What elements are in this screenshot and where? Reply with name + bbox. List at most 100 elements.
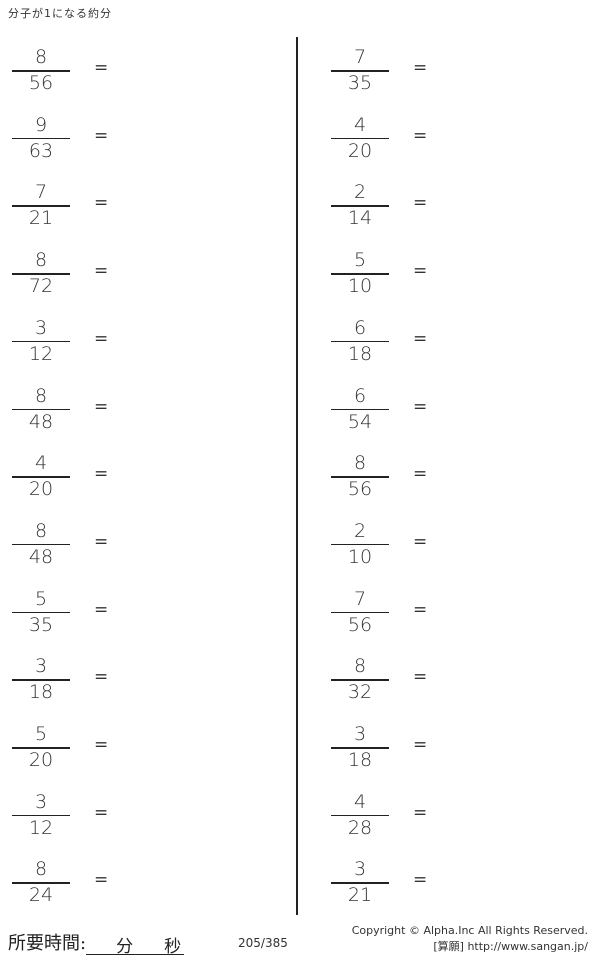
time-label: 所要時間: [8, 933, 87, 954]
denominator: 10 [347, 545, 373, 568]
fraction-bar [331, 408, 389, 410]
fraction-problem: 3 12 = [12, 316, 132, 369]
equals-sign: = [413, 396, 428, 417]
time-answer-field[interactable]: 分秒 [86, 932, 185, 956]
fraction-problem: 8 56 = [331, 452, 451, 504]
equals-sign: = [413, 328, 428, 349]
numerator: 6 [353, 316, 367, 339]
numerator: 8 [34, 858, 48, 881]
equals-sign: = [94, 870, 109, 891]
denominator: 14 [347, 207, 373, 230]
equals-sign: = [413, 531, 428, 552]
fraction-bar [12, 611, 70, 614]
equals-sign: = [94, 328, 109, 349]
denominator: 56 [28, 72, 54, 94]
equals-sign: = [94, 193, 109, 214]
numerator: 5 [34, 587, 48, 610]
fraction-bar [12, 543, 70, 546]
fraction-bar [12, 340, 70, 343]
denominator: 21 [28, 207, 54, 230]
numerator: 4 [353, 790, 367, 813]
fraction-bar [12, 476, 70, 478]
numerator: 2 [353, 181, 367, 204]
denominator: 24 [28, 884, 54, 907]
column-divider [296, 37, 298, 915]
fraction-bar [331, 882, 389, 884]
denominator: 48 [28, 410, 54, 433]
fraction-problem: 3 18 = [12, 655, 132, 707]
fraction-bar [331, 679, 389, 681]
equals-sign: = [413, 193, 428, 214]
fraction-problem: 7 21 = [12, 181, 132, 233]
time-required: 所要時間:分秒 [8, 929, 185, 956]
fraction-bar [12, 70, 70, 72]
numerator: 8 [353, 452, 367, 475]
denominator: 20 [28, 478, 54, 501]
fraction-bar [331, 476, 389, 478]
denominator: 12 [28, 816, 54, 839]
fraction-bar [12, 882, 70, 884]
equals-sign: = [413, 464, 428, 485]
fraction-bar [12, 205, 70, 207]
denominator: 18 [28, 681, 54, 704]
equals-sign: = [94, 667, 109, 688]
denominator: 56 [347, 478, 373, 501]
minutes-label: 分 [116, 937, 134, 956]
denominator: 63 [28, 139, 54, 162]
numerator: 3 [353, 723, 367, 745]
numerator: 4 [34, 452, 48, 475]
fraction-bar [331, 543, 389, 546]
numerator: 9 [34, 113, 48, 136]
fraction-bar [331, 747, 389, 749]
fraction-problem: 7 35 = [331, 46, 451, 98]
numerator: 8 [34, 519, 48, 542]
numerator: 7 [353, 46, 367, 68]
numerator: 7 [34, 181, 48, 204]
equals-sign: = [94, 464, 109, 485]
numerator: 3 [34, 316, 48, 339]
fraction-problem: 6 18 = [331, 316, 451, 369]
fraction-bar [12, 273, 70, 275]
fraction-bar [331, 814, 389, 817]
numerator: 8 [34, 384, 48, 407]
denominator: 18 [347, 342, 373, 365]
fraction-bar [12, 679, 70, 681]
equals-sign: = [94, 802, 109, 823]
denominator: 20 [28, 749, 54, 771]
denominator: 12 [28, 342, 54, 365]
numerator: 6 [353, 384, 367, 407]
numerator: 7 [353, 587, 367, 610]
denominator: 35 [347, 72, 373, 94]
fraction-problem: 4 20 = [12, 452, 132, 504]
numerator: 5 [34, 723, 48, 745]
fraction-problem: 8 24 = [12, 858, 132, 910]
worksheet-title: 分子が1になる約分 [8, 7, 112, 20]
denominator: 56 [347, 613, 373, 636]
fraction-problem: 5 20 = [12, 723, 132, 775]
page-number: 205/385 [238, 936, 288, 950]
equals-sign: = [94, 125, 109, 146]
denominator: 18 [347, 749, 373, 771]
equals-sign: = [413, 599, 428, 620]
denominator: 35 [28, 613, 54, 636]
numerator: 8 [34, 249, 48, 272]
numerator: 3 [34, 655, 48, 678]
equals-sign: = [94, 735, 109, 755]
fraction-bar [331, 611, 389, 614]
fraction-bar [331, 70, 389, 72]
fraction-problem: 7 56 = [331, 587, 451, 640]
equals-sign: = [413, 667, 428, 688]
equals-sign: = [413, 58, 428, 78]
